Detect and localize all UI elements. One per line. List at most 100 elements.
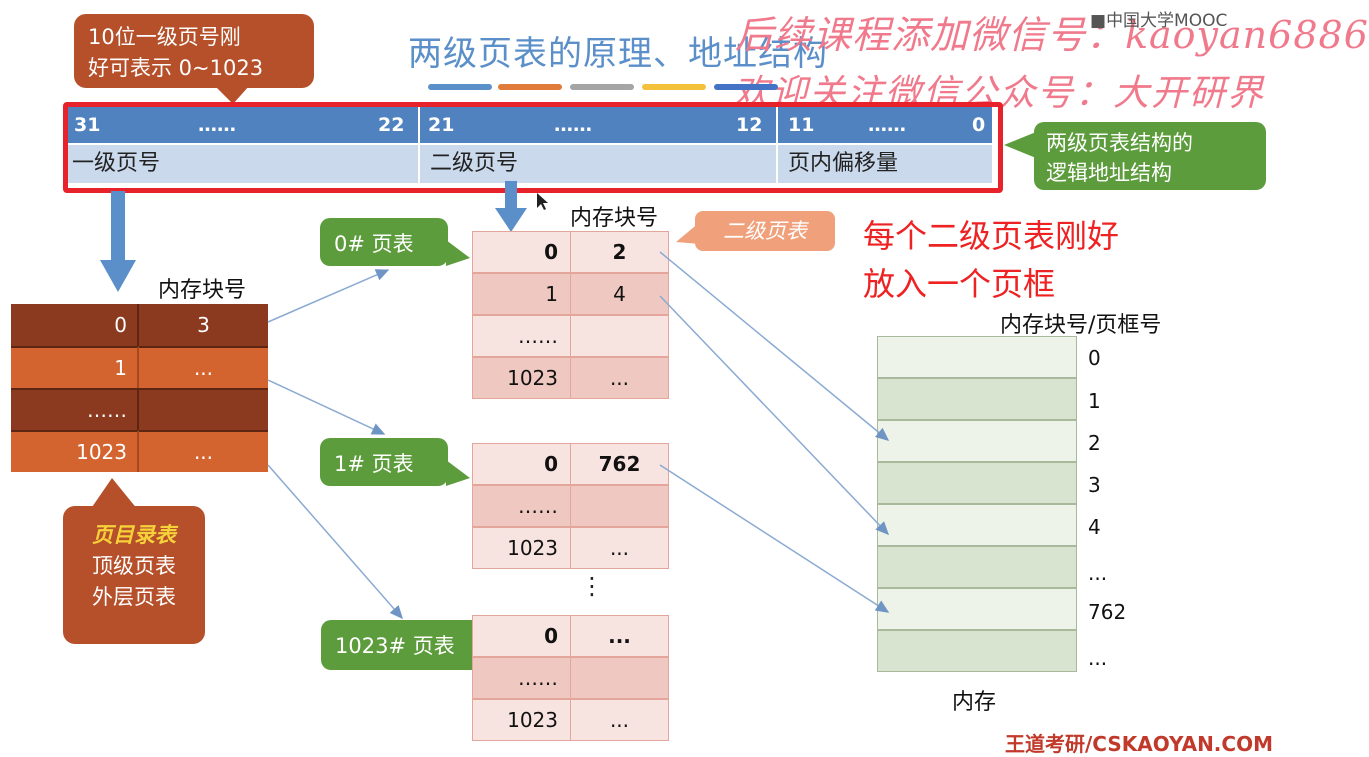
pt1023-val-2: ... [570, 699, 669, 741]
callout-logical-pointer [1004, 132, 1036, 158]
pt1-val-0: 762 [570, 443, 669, 485]
page-table-0: 0 2 1 4 …… 1023 ... [472, 231, 669, 399]
pt1023-idx-0: 0 [472, 615, 571, 657]
field-top-offset: 11 …… 0 [778, 107, 992, 143]
arrow-down-left-icon [100, 260, 136, 292]
mouse-cursor-icon [537, 193, 548, 210]
page-table-1: 0 762 …… 1023 ... [472, 443, 669, 569]
callout-top-left: 10位一级页号刚 好可表示 0~1023 [74, 14, 314, 88]
title-bar-darkblue [714, 84, 778, 90]
pt1-val-1 [570, 485, 669, 527]
field-second-level-page: 二级页号 [420, 145, 776, 183]
note-line2: 放入一个页框 [863, 265, 1056, 303]
callout-dir-pointer [90, 478, 138, 510]
dir-val-2 [139, 388, 268, 430]
pt1023-idx-1: …… [472, 657, 571, 699]
callout-dir-line1: 顶级页表 [92, 554, 176, 578]
callout-logical-line2: 逻辑地址结构 [1046, 161, 1172, 185]
bit-lo: 22 [378, 114, 405, 136]
bit-lo: 0 [972, 114, 986, 136]
callout-top-left-line1: 10位一级页号刚 [88, 25, 241, 49]
mem-label-5: ... [1088, 561, 1108, 585]
bit-lo: 12 [736, 114, 763, 136]
field-first-level-page: 一级页号 [68, 145, 418, 183]
mem-label-7: ... [1088, 646, 1108, 670]
mem-frame-7 [877, 630, 1077, 672]
pt1-val-2: ... [570, 527, 669, 569]
mooc-logo-text: 中国大学MOOC [1106, 11, 1228, 31]
callout-second-level-pointer [676, 222, 700, 244]
callout-dir-title: 页目录表 [92, 523, 176, 547]
arrow-pt0-1-to-frame4 [659, 295, 890, 536]
arrow-pt0-0-to-frame2 [659, 251, 890, 441]
mem-frame-4 [877, 504, 1077, 546]
mem-label-6: 762 [1088, 600, 1127, 624]
pt1023-val-1 [570, 657, 669, 699]
label-mem-block-pt: 内存块号 [570, 206, 659, 231]
page-table-1023: 0 ... …… 1023 ... [472, 615, 669, 741]
tag-page-table-1023: 1023# 页表 [321, 620, 483, 670]
slide-title: 两级页表的原理、地址结构 [408, 34, 828, 74]
title-bar-gray [570, 84, 634, 90]
field-top-second: 21 …… 12 [420, 107, 776, 143]
note-page-frame: 每个二级页表刚好 放入一个页框 [863, 212, 1119, 308]
tag-pt0-pointer [446, 240, 470, 266]
label-memory: 内存 [952, 690, 997, 715]
pt0-idx-1: 1 [472, 273, 571, 315]
title-bar-yellow [642, 84, 706, 90]
pt1023-val-0: ... [570, 615, 669, 657]
vertical-ellipsis: ⋮ [580, 572, 604, 600]
mem-label-4: 4 [1088, 515, 1101, 539]
mem-frame-0 [877, 336, 1077, 378]
tag-pt1-pointer [446, 460, 470, 486]
pt1-idx-2: 1023 [472, 527, 571, 569]
note-line1: 每个二级页表刚好 [863, 217, 1120, 255]
arrow-pt1-0-to-frame762 [659, 464, 890, 613]
pt1-idx-0: 0 [472, 443, 571, 485]
footer-brand: 王道考研/CSKAOYAN.COM [1005, 732, 1273, 756]
title-bar-orange [498, 84, 562, 90]
callout-logical-line1: 两级页表结构的 [1046, 131, 1193, 155]
arrow-dir0-to-pt0 [267, 269, 390, 323]
dir-val-0: 3 [139, 304, 268, 346]
arrow-down-mid-shaft [505, 181, 517, 211]
label-mem-block-frame: 内存块号/页框号 [1000, 313, 1162, 338]
tag-page-table-1: 1# 页表 [320, 438, 448, 486]
dir-idx-1: 1 [11, 346, 139, 388]
mooc-logo: ■中国大学MOOC [1090, 6, 1227, 31]
title-bar-blue [428, 84, 492, 90]
arrow-dir1023-to-pt1023 [267, 464, 403, 620]
dir-idx-0: 0 [11, 304, 139, 346]
mem-frame-2 [877, 420, 1077, 462]
dir-idx-3: 1023 [11, 430, 139, 472]
bit-mid: …… [868, 114, 906, 136]
field-page-offset: 页内偏移量 [778, 145, 992, 183]
arrow-down-left-shaft [111, 191, 125, 263]
mem-label-3: 3 [1088, 473, 1101, 497]
arrow-down-mid-icon [495, 208, 527, 232]
mem-frame-3 [877, 462, 1077, 504]
pt0-val-1: 4 [570, 273, 669, 315]
mooc-logo-icon: ■ [1090, 11, 1107, 31]
page-directory-table: 0 3 1 ... …… 1023 ... [11, 304, 268, 472]
callout-top-left-line2: 好可表示 0~1023 [88, 56, 264, 80]
tag-page-table-0: 0# 页表 [320, 218, 448, 266]
pt0-val-0: 2 [570, 231, 669, 273]
field-top-first: 31 …… 22 [68, 107, 418, 143]
callout-dir-line2: 外层页表 [92, 585, 176, 609]
mem-label-1: 1 [1088, 389, 1101, 413]
dir-val-3: ... [139, 430, 268, 472]
mem-frame-1 [877, 378, 1077, 420]
pt0-idx-0: 0 [472, 231, 571, 273]
callout-top-left-pointer [215, 86, 249, 104]
pt0-val-3: ... [570, 357, 669, 399]
pt0-val-2 [570, 315, 669, 357]
watermark-wechat: 后续课程添加微信号：kaoyan6886 [735, 13, 1369, 57]
connector-arrows [267, 251, 890, 620]
bit-mid: …… [554, 114, 592, 136]
dir-val-1: ... [139, 346, 268, 388]
bit-hi: 31 [74, 114, 101, 136]
pt1023-idx-2: 1023 [472, 699, 571, 741]
bit-hi: 21 [428, 114, 455, 136]
callout-page-directory: 页目录表 顶级页表 外层页表 [63, 506, 205, 644]
